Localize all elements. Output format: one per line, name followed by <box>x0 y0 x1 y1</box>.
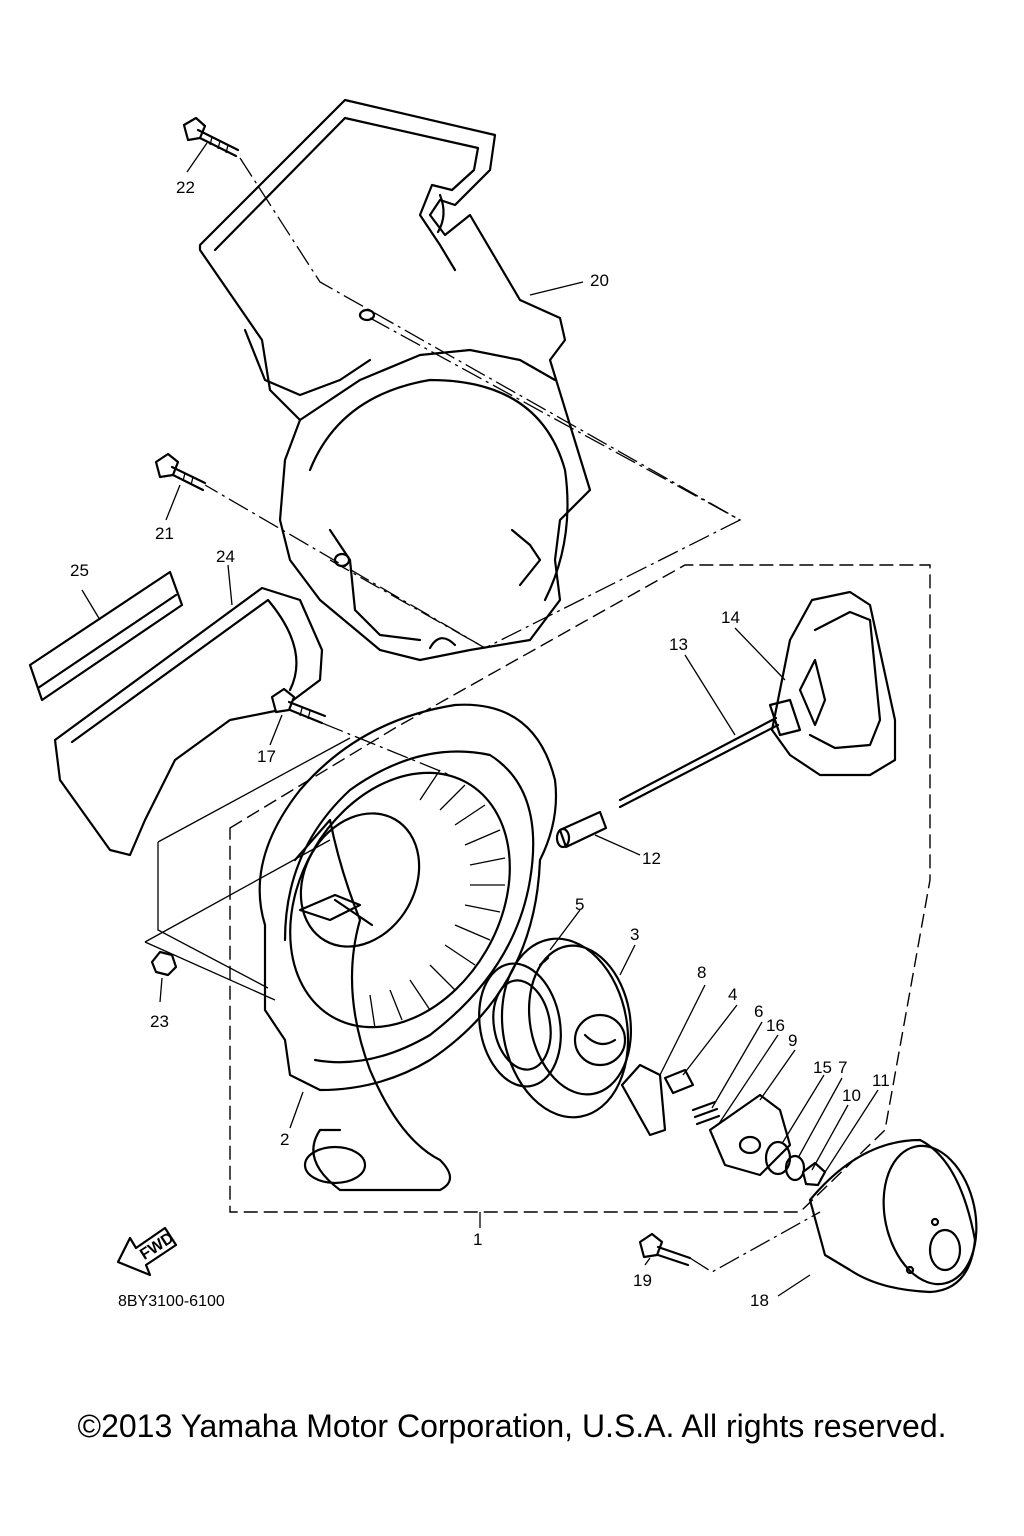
callout-17: 17 <box>257 747 276 766</box>
callout-11: 11 <box>872 1071 890 1090</box>
starter-case-part-2 <box>258 703 558 1192</box>
callout-labels: 1 2 3 4 5 6 7 8 9 10 11 12 13 14 15 16 1… <box>70 178 890 1310</box>
fwd-arrow-icon: FWD <box>116 1226 178 1277</box>
callout-2: 2 <box>280 1130 289 1149</box>
assembly-boundary-part-1 <box>229 564 931 1213</box>
starter-handle-part-14 <box>768 590 897 777</box>
decal-part-25 <box>28 570 184 702</box>
spring-part-5 <box>478 956 562 1088</box>
callout-22: 22 <box>176 178 195 197</box>
bolt-part-22 <box>182 116 240 158</box>
fan-shroud-part-20 <box>198 98 592 662</box>
cover-part-24 <box>53 586 324 857</box>
callout-8: 8 <box>697 963 706 982</box>
rope-part-13 <box>618 716 780 809</box>
callout-21: 21 <box>155 524 174 543</box>
callout-13: 13 <box>669 635 688 654</box>
leader-lines <box>81 142 879 1297</box>
copyright-notice: ©2013 Yamaha Motor Corporation, U.S.A. A… <box>77 1408 947 1444</box>
callout-12: 12 <box>642 849 661 868</box>
friction-plate-part-9 <box>708 1093 792 1177</box>
callout-3: 3 <box>630 925 639 944</box>
parts-diagram: FWD 1 2 3 4 5 6 7 8 9 10 11 12 13 14 15 … <box>28 98 978 1310</box>
spring-part-6 <box>691 1100 721 1126</box>
callout-16: 16 <box>766 1016 785 1035</box>
pawl-spring-part-4 <box>663 1068 695 1095</box>
bolt-part-21 <box>154 452 207 492</box>
callout-9: 9 <box>788 1031 797 1050</box>
callout-6: 6 <box>754 1002 763 1021</box>
callout-5: 5 <box>575 895 584 914</box>
callout-10: 10 <box>842 1086 861 1105</box>
pawl-part-8 <box>620 1063 667 1137</box>
callout-25: 25 <box>70 561 89 580</box>
alignment-lines <box>144 157 821 1273</box>
rope-guide-part-12 <box>555 810 608 849</box>
washer-part-7 <box>784 1154 806 1182</box>
callout-19: 19 <box>633 1271 652 1290</box>
pulley-part-18 <box>808 1138 978 1294</box>
callout-23: 23 <box>150 1012 169 1031</box>
callout-24: 24 <box>216 547 235 566</box>
callout-1: 1 <box>473 1230 482 1249</box>
callout-20: 20 <box>590 271 609 290</box>
callout-15: 15 <box>813 1058 832 1077</box>
diagram-code: 8BY3100-6100 <box>118 1293 225 1310</box>
reel-part-3 <box>500 937 633 1119</box>
callout-14: 14 <box>721 608 740 627</box>
callout-4: 4 <box>728 985 737 1004</box>
bolt-part-19 <box>638 1232 692 1267</box>
callout-18: 18 <box>750 1291 769 1310</box>
nut-part-23 <box>150 950 178 977</box>
callout-7: 7 <box>838 1058 847 1077</box>
